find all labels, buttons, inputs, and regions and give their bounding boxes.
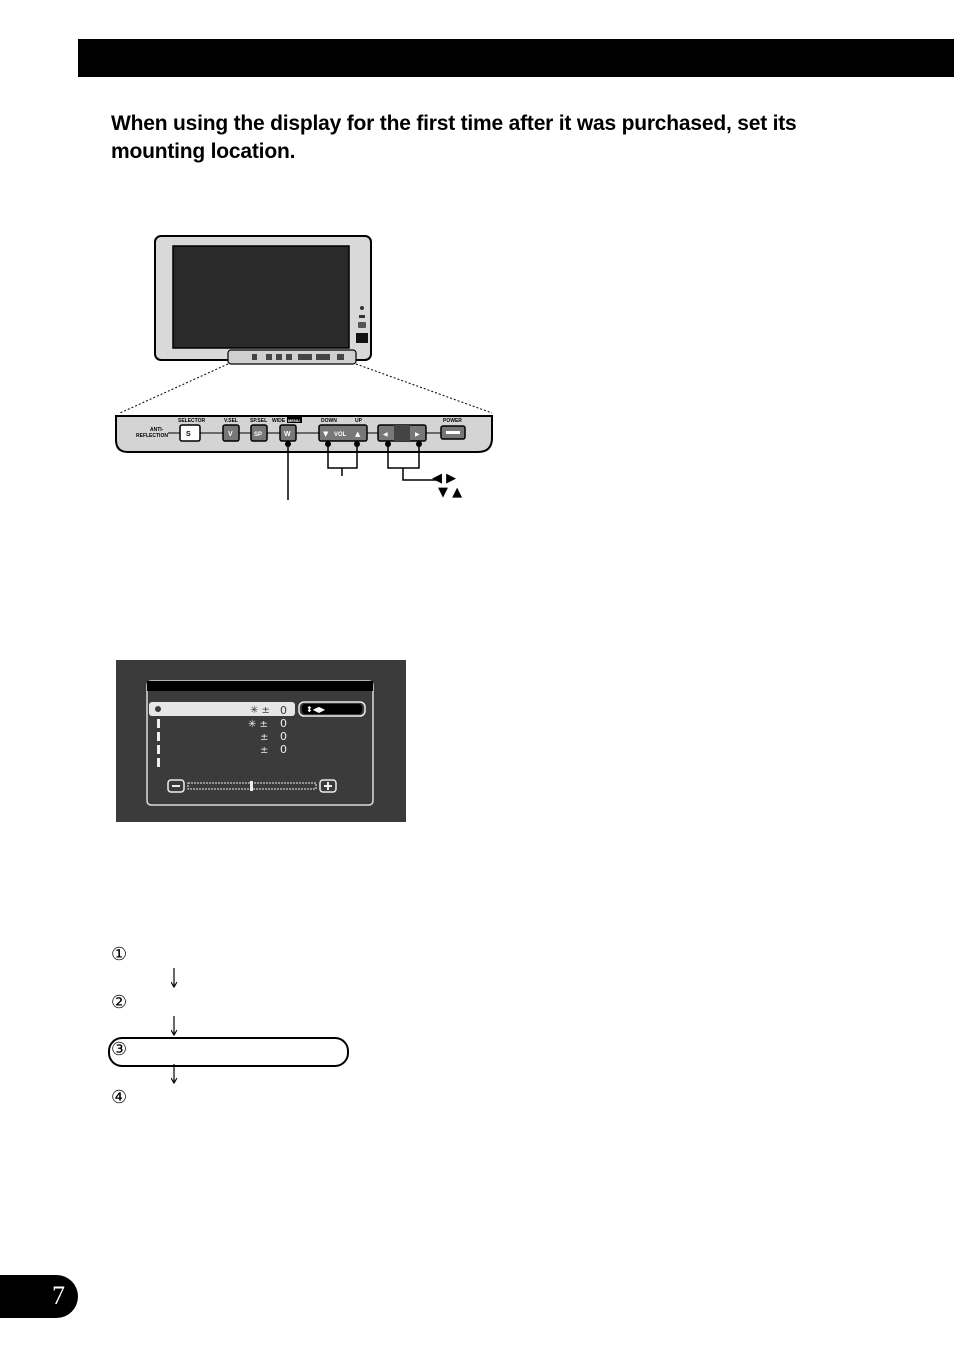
svg-text:UP: UP	[355, 418, 363, 424]
svg-text:MENU: MENU	[288, 418, 300, 423]
step-1-number: ①	[111, 944, 128, 965]
osd-screen: ✳ ± 0 ⬍◀▶ ✳ ± 0 ± 0 ± 0	[116, 660, 406, 822]
svg-text:±: ±	[260, 732, 268, 743]
page-tab	[0, 1275, 78, 1318]
osd-row-selected[interactable]	[149, 702, 295, 716]
svg-text:VOL: VOL	[334, 432, 347, 438]
lr-arrow-symbols: ◀ ▶	[432, 471, 456, 486]
step-3-highlight	[108, 1037, 349, 1067]
svg-text:✳ ±: ✳ ±	[248, 719, 268, 730]
osd-level-bar[interactable]	[187, 781, 317, 791]
svg-text:✳ ±: ✳ ±	[250, 705, 270, 716]
svg-text:▶: ▶	[415, 431, 420, 438]
svg-text:W: W	[284, 431, 291, 438]
svg-text:◀: ◀	[383, 431, 388, 438]
down-arrow-icon	[171, 1064, 177, 1084]
osd-row1-value: 0	[280, 704, 287, 717]
down-arrow-icon	[171, 1016, 177, 1036]
svg-text:±: ±	[260, 745, 268, 756]
svg-text:SP: SP	[254, 432, 262, 438]
svg-text:▲: ▲	[355, 430, 361, 438]
svg-text:V.SEL: V.SEL	[224, 418, 238, 424]
page-number: 7	[52, 1281, 65, 1310]
osd-svg: ✳ ± 0 ⬍◀▶ ✳ ± 0 ± 0 ± 0	[146, 680, 374, 806]
step-1: ①	[108, 942, 348, 970]
device-svg: ANTI- REFLECTION SELECTOR S V.SEL V SP.S…	[115, 235, 493, 500]
svg-text:WIDE: WIDE	[272, 418, 286, 424]
svg-text:▼: ▼	[323, 430, 329, 438]
osd-minus-button[interactable]	[167, 779, 185, 793]
step-3: ③	[108, 1037, 349, 1067]
svg-text:DOWN: DOWN	[321, 418, 337, 424]
svg-text:SP.SEL: SP.SEL	[250, 418, 267, 424]
down-arrow-icon	[171, 968, 177, 988]
step-3-number: ③	[111, 1039, 128, 1060]
control-panel	[115, 415, 493, 453]
osd-row4-value: 0	[280, 743, 287, 756]
intro-text: When using the display for the first tim…	[111, 112, 797, 163]
osd-row3-value: 0	[280, 730, 287, 743]
svg-text:⬍◀▶: ⬍◀▶	[306, 705, 326, 714]
svg-text:S: S	[186, 431, 191, 438]
selector-label: SELECTOR	[178, 418, 206, 424]
osd-row2-value: 0	[280, 717, 287, 730]
step-2: ②	[108, 990, 348, 1018]
anti-reflection-label: ANTI-	[150, 427, 164, 433]
header-bar	[78, 39, 954, 77]
svg-text:REFLECTION: REFLECTION	[136, 433, 168, 439]
step-2-number: ②	[111, 992, 128, 1013]
device-illustration: ANTI- REFLECTION SELECTOR S V.SEL V SP.S…	[110, 230, 510, 515]
monitor-screen	[172, 245, 350, 349]
ud-arrow-symbols: ▼ ▲	[438, 485, 462, 500]
step-4-number: ④	[111, 1087, 128, 1108]
svg-text:POWER: POWER	[443, 418, 462, 424]
step-4: ④	[108, 1085, 348, 1113]
svg-text:V: V	[228, 431, 233, 438]
osd-plus-button[interactable]	[319, 779, 337, 793]
